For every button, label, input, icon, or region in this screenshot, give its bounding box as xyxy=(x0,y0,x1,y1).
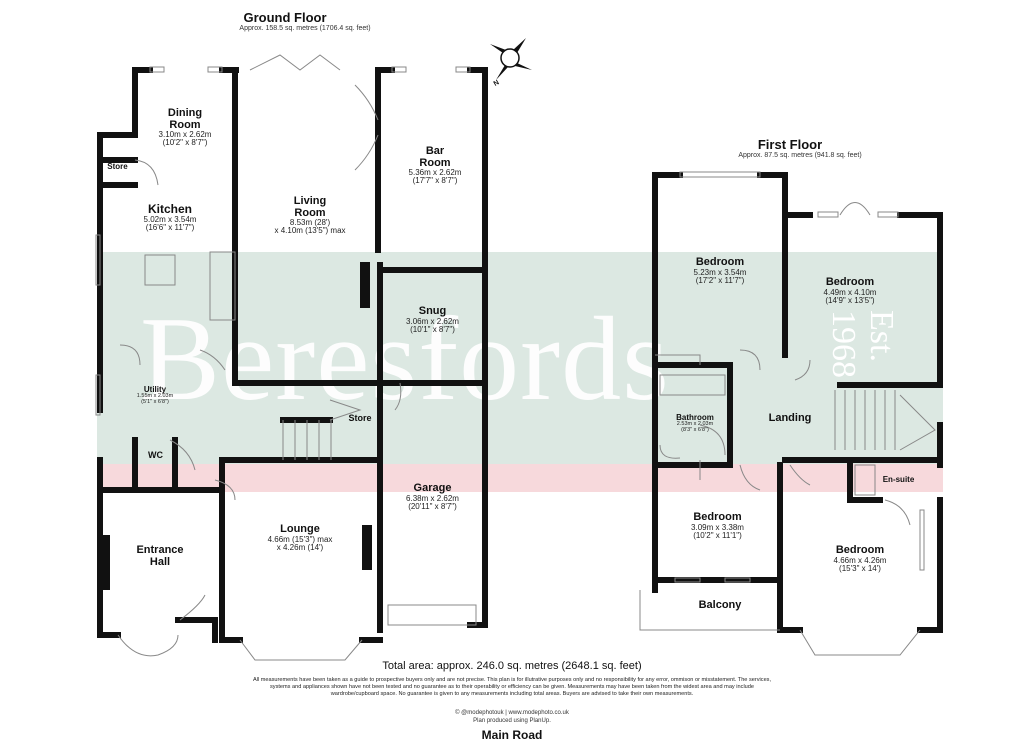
room-bar-room: Bar Room 5.36m x 2.62m (17'7" x 8'7") xyxy=(408,145,462,186)
room-en-suite: En-suite xyxy=(882,475,915,484)
watermark-brand: Beresfords xyxy=(140,292,670,425)
first-floor-title: First Floor xyxy=(757,137,823,152)
watermark-pink-band xyxy=(97,464,943,492)
room-garage: Garage 6.38m x 2.62m (20'11" x 8'7") xyxy=(406,482,459,511)
room-store: Store xyxy=(107,162,128,171)
room-living-room: Living Room 8.53m (28') x 4.10m (13'5") … xyxy=(274,195,346,236)
disclaimer: All measurements have been taken as a gu… xyxy=(252,677,772,697)
room-kitchen: Kitchen 5.02m x 3.54m (16'6" x 11'7") xyxy=(143,202,197,232)
room-bedroom-4: Bedroom 4.66m x 4.26m (15'3" x 14') xyxy=(833,544,887,573)
room-bedroom-1: Bedroom 5.23m x 3.54m (17'2" x 11'7") xyxy=(693,256,747,285)
room-bedroom-3: Bedroom 3.09m x 3.38m (10'2" x 11'1") xyxy=(691,511,744,540)
room-balcony: Balcony xyxy=(698,599,742,611)
room-wc: WC xyxy=(148,450,163,460)
main-road-label: Main Road xyxy=(481,728,543,742)
room-dining-room: Dining Room 3.10m x 2.62m (10'2" x 8'7") xyxy=(158,107,212,148)
room-bedroom-2: Bedroom 4.49m x 4.10m (14'9" x 13'5") xyxy=(823,276,877,305)
room-store-under-stairs: Store xyxy=(348,413,372,423)
credit: © @modephotouk | www.modephoto.co.uk Pla… xyxy=(455,710,569,724)
first-floor-area: Approx. 87.5 sq. metres (941.8 sq. feet) xyxy=(738,152,862,159)
room-lounge: Lounge 4.66m (15'3") max x 4.26m (14') xyxy=(267,523,333,552)
room-entrance-hall: Entrance Hall xyxy=(136,544,184,568)
room-snug: Snug 3.06m x 2.62m (10'1" x 8'7") xyxy=(406,305,459,334)
compass-icon xyxy=(490,38,532,80)
room-bathroom: Bathroom 2.53m x 2.03m (8'3" x 6'8") xyxy=(676,413,714,434)
ground-floor-title: Ground Floor xyxy=(243,10,327,25)
room-utility: Utility 1.55m x 2.03m (5'1" x 6'8") xyxy=(136,385,174,406)
ground-floor-area: Approx. 158.5 sq. metres (1706.4 sq. fee… xyxy=(239,25,371,32)
total-area: Total area: approx. 246.0 sq. metres (26… xyxy=(382,660,642,672)
room-landing: Landing xyxy=(768,412,812,424)
